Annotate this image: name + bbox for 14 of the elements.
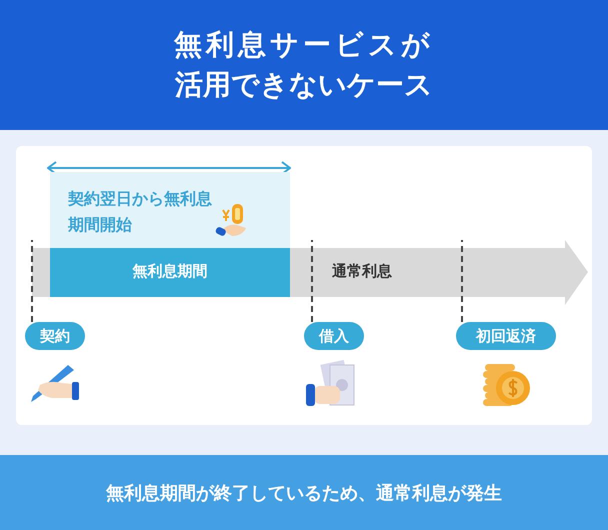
highlight-band (50, 172, 290, 248)
event-label: 契約 (25, 322, 85, 350)
band-text: 契約翌日から無利息期間開始 (68, 188, 213, 236)
dashed-connector (461, 240, 463, 322)
dashed-connector (31, 240, 33, 322)
period-segment (50, 248, 290, 297)
event-label: 借入 (304, 322, 364, 350)
event-label: 初回返済 (456, 322, 556, 350)
segment-label: 無利息期間 (132, 262, 208, 281)
title-text: 無利息サービスが活用できないケース (172, 27, 435, 103)
timeline-arrow (32, 240, 588, 305)
segment-label: 通常利息 (332, 262, 392, 281)
caption-text: 無利息期間が終了しているため、通常利息が発生 (104, 482, 503, 505)
dashed-connector (311, 240, 313, 322)
